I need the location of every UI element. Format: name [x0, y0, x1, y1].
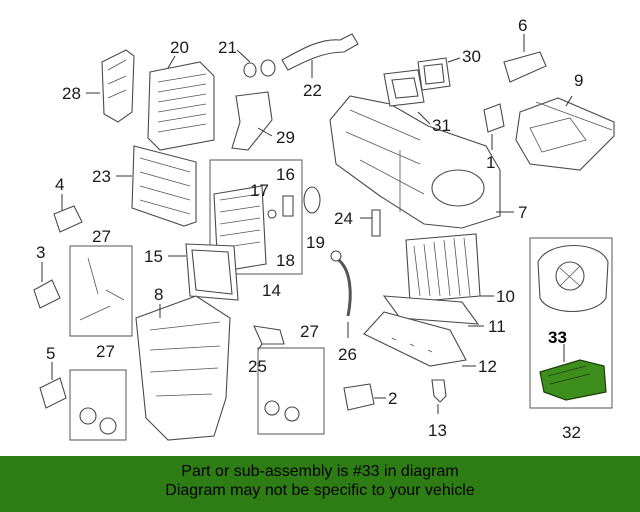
part-9[interactable] [515, 97, 615, 171]
part-4[interactable] [53, 205, 83, 233]
callout-10: 10 [496, 287, 515, 306]
part-21[interactable] [243, 59, 276, 78]
callout-11: 11 [488, 317, 506, 336]
part-33-highlighted[interactable] [539, 359, 607, 401]
callout-26: 26 [338, 345, 357, 364]
part-12[interactable] [363, 311, 467, 367]
part-23[interactable] [131, 145, 197, 227]
part-29[interactable] [383, 69, 425, 107]
part-8[interactable] [135, 295, 231, 441]
part-25[interactable] [253, 325, 285, 345]
callout-20: 20 [170, 38, 189, 57]
callout-24: 24 [334, 209, 353, 228]
part-info-banner: Part or sub-assembly is #33 in diagram D… [0, 456, 640, 512]
callout-25: 25 [248, 357, 267, 376]
part-3[interactable] [33, 279, 61, 309]
part-11[interactable] [382, 295, 480, 325]
part-1[interactable] [483, 103, 505, 133]
callout-27-a: 27 [92, 227, 111, 246]
part-28[interactable] [417, 57, 451, 91]
callout-21: 21 [218, 38, 237, 57]
part-32-blower[interactable] [537, 244, 609, 313]
callout-6: 6 [518, 16, 527, 35]
part-24[interactable] [371, 209, 381, 237]
part-19[interactable] [303, 186, 321, 214]
part-14-box [209, 159, 303, 275]
part-32-box [529, 237, 613, 409]
part-5[interactable] [39, 377, 67, 409]
part-31[interactable] [231, 91, 273, 151]
part-15[interactable] [185, 243, 239, 301]
callout-1: 1 [486, 153, 495, 172]
part-7[interactable] [329, 95, 501, 229]
callout-23: 23 [92, 167, 111, 186]
callout-15: 15 [144, 247, 163, 266]
callout-22: 22 [303, 81, 322, 100]
callout-27-b: 27 [96, 342, 115, 361]
callout-28: 30 [462, 47, 481, 66]
part-27-box-a [69, 245, 133, 337]
part-30[interactable] [101, 49, 135, 123]
callout-7: 7 [518, 203, 527, 222]
callout-31: 29 [276, 128, 295, 147]
callout-18: 18 [276, 251, 295, 270]
callout-17: 17 [250, 181, 269, 200]
part-26[interactable] [330, 250, 352, 317]
part-27-box-b [69, 369, 127, 441]
callout-16: 16 [276, 165, 295, 184]
callout-32: 32 [562, 423, 581, 442]
callout-27-c: 27 [300, 322, 319, 341]
callout-33: 33 [548, 328, 567, 347]
callout-29: 31 [432, 116, 451, 135]
callout-2: 2 [388, 389, 397, 408]
banner-line-2: Diagram may not be specific to your vehi… [165, 482, 475, 499]
callout-12: 12 [478, 357, 497, 376]
banner-line-1: Part or sub-assembly is #33 in diagram [181, 463, 459, 480]
callout-9: 9 [574, 71, 583, 90]
part-10[interactable] [405, 233, 481, 303]
part-27-box-c [257, 347, 325, 435]
callout-5: 5 [46, 344, 55, 363]
part-20[interactable] [147, 61, 215, 151]
callout-13: 13 [428, 421, 447, 440]
part-2[interactable] [343, 383, 375, 411]
part-13[interactable] [431, 379, 447, 403]
parts-diagram: 28 20 21 22 29 23 4 3 27 [33, 16, 615, 442]
callout-19: 19 [306, 233, 325, 252]
part-6[interactable] [503, 51, 547, 83]
callout-4: 4 [55, 175, 64, 194]
callout-8: 8 [154, 285, 163, 304]
callout-14: 14 [262, 281, 281, 300]
callout-30: 28 [62, 84, 81, 103]
callout-3: 3 [36, 243, 45, 262]
part-22[interactable] [281, 33, 359, 71]
